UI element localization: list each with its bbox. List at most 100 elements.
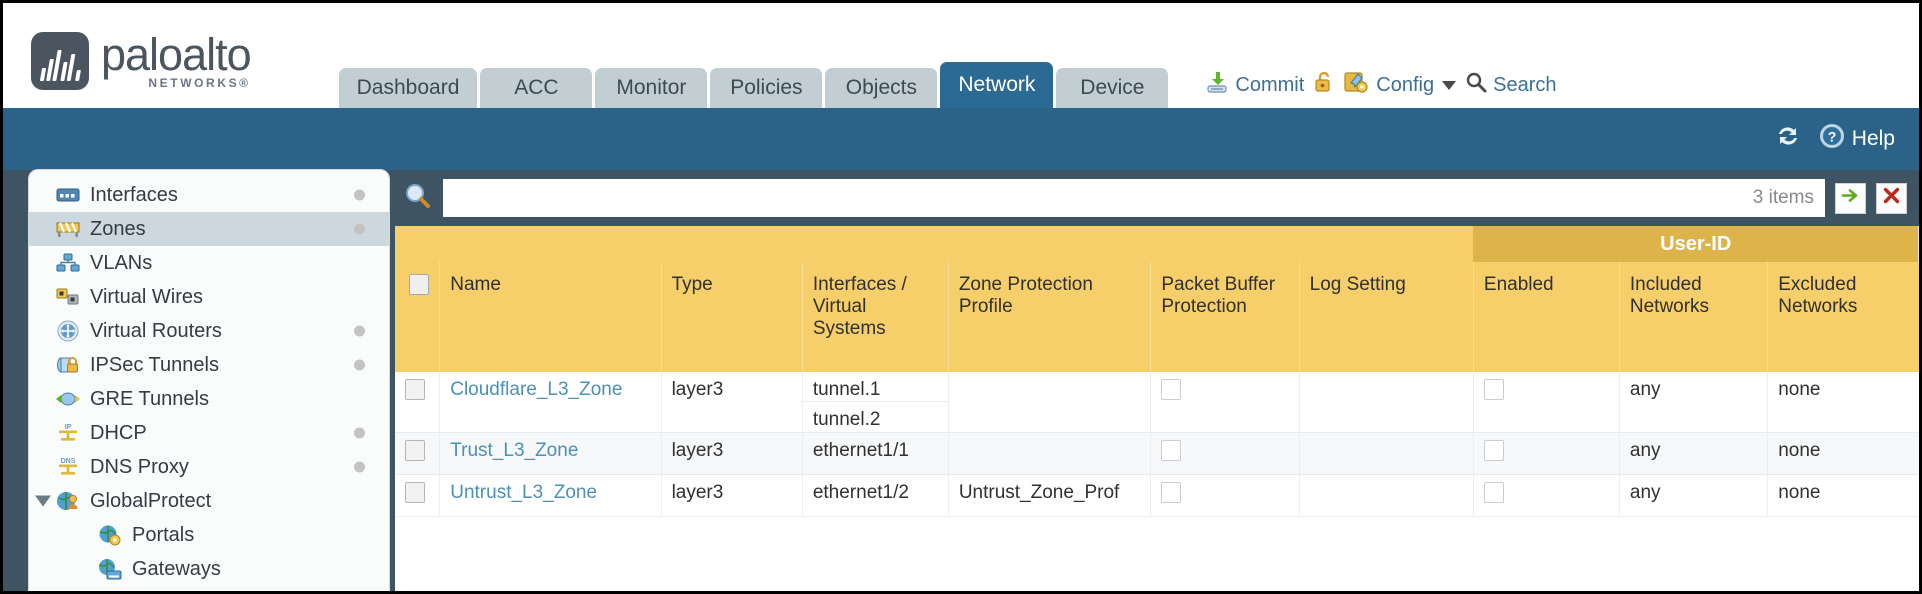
sidebar-item-zones[interactable]: Zones — [29, 212, 389, 246]
tab-device[interactable]: Device — [1056, 68, 1169, 108]
sidebar-item-gateways[interactable]: Gateways — [29, 552, 389, 586]
group-spacer — [802, 226, 949, 262]
cell-userid-enabled[interactable] — [1473, 432, 1620, 475]
cell-excluded-networks: none — [1767, 474, 1919, 517]
cell-name[interactable]: Trust_L3_Zone — [439, 432, 662, 475]
sidebar-item-ipsec-tunnels[interactable]: IPSec Tunnels — [29, 348, 389, 382]
tab-network[interactable]: Network — [940, 62, 1054, 108]
apply-filter-button[interactable] — [1835, 182, 1866, 214]
select-all-header[interactable] — [395, 262, 441, 372]
row-select-cell[interactable] — [395, 432, 441, 475]
sidebar-item-dhcp[interactable]: IP DHCP — [29, 416, 389, 450]
sidebar-item-interfaces[interactable]: Interfaces — [29, 178, 389, 212]
tab-policies[interactable]: Policies — [710, 68, 823, 108]
table-header-row: Name Type Interfaces / Virtual Systems Z… — [395, 262, 1919, 372]
arrow-right-icon — [1840, 185, 1861, 211]
table-row[interactable]: Untrust_L3_Zone layer3 ethernet1/2 Untru… — [395, 474, 1919, 517]
chevron-down-icon[interactable] — [35, 495, 51, 507]
help-button[interactable]: ? Help — [1818, 122, 1895, 156]
search-input[interactable]: 3 items — [443, 179, 1825, 217]
zone-link[interactable]: Trust_L3_Zone — [450, 440, 579, 461]
userid-enabled-checkbox[interactable] — [1483, 379, 1504, 400]
app-header: paloalto NETWORKS® Dashboard ACC Monitor… — [3, 3, 1919, 108]
app-body: Interfaces Zones VLANs Vir — [3, 170, 1919, 591]
packet-buffer-protection-checkbox[interactable] — [1161, 440, 1182, 461]
group-spacer — [439, 226, 662, 262]
commit-button[interactable]: Commit — [1205, 70, 1304, 100]
cell-name[interactable]: Cloudflare_L3_Zone — [439, 372, 662, 433]
cell-log-setting — [1299, 474, 1474, 517]
column-header-interfaces[interactable]: Interfaces / Virtual Systems — [802, 262, 949, 372]
search-button[interactable]: Search — [1465, 71, 1556, 99]
table-group-header-row: User-ID — [395, 226, 1919, 262]
packet-buffer-protection-checkbox[interactable] — [1161, 482, 1182, 503]
search-label: Search — [1493, 73, 1557, 96]
zone-link[interactable]: Untrust_L3_Zone — [450, 482, 598, 503]
group-spacer — [1299, 226, 1474, 262]
sidebar-item-label: IPSec Tunnels — [90, 353, 219, 376]
row-select-cell[interactable] — [395, 372, 441, 433]
sidebar-item-label: GRE Tunnels — [90, 387, 209, 410]
sidebar-item-vlans[interactable]: VLANs — [29, 246, 389, 280]
column-header-log-setting[interactable]: Log Setting — [1299, 262, 1474, 372]
row-checkbox[interactable] — [405, 482, 425, 503]
userid-enabled-checkbox[interactable] — [1483, 482, 1504, 503]
close-icon — [1881, 185, 1902, 211]
userid-enabled-checkbox[interactable] — [1483, 440, 1504, 461]
sidebar-item-label: Interfaces — [90, 183, 178, 206]
table-row[interactable]: Trust_L3_Zone layer3 ethernet1/1 any — [395, 432, 1919, 475]
tab-dashboard[interactable]: Dashboard — [338, 68, 478, 108]
column-header-name[interactable]: Name — [439, 262, 662, 372]
sidebar-item-virtual-wires[interactable]: Virtual Wires — [29, 280, 389, 314]
sidebar-item-label: Portals — [132, 523, 195, 546]
main-tabs: Dashboard ACC Monitor Policies Objects N… — [338, 62, 1172, 108]
item-count-label: 3 items — [1752, 187, 1814, 208]
gre-tunnels-icon — [55, 388, 81, 410]
select-all-checkbox[interactable] — [409, 274, 429, 295]
commit-label: Commit — [1235, 73, 1305, 96]
cell-included-networks: any — [1619, 474, 1769, 517]
cell-packet-buffer-protection[interactable] — [1150, 372, 1300, 433]
cell-packet-buffer-protection[interactable] — [1150, 474, 1300, 517]
zone-link[interactable]: Cloudflare_L3_Zone — [450, 379, 623, 400]
cell-userid-enabled[interactable] — [1473, 372, 1620, 433]
config-icon — [1344, 70, 1370, 100]
cell-included-networks: any — [1619, 432, 1769, 475]
column-header-enabled[interactable]: Enabled — [1473, 262, 1620, 372]
cell-name[interactable]: Untrust_L3_Zone — [439, 474, 662, 517]
status-dot — [354, 461, 365, 473]
refresh-button[interactable] — [1774, 122, 1802, 156]
row-checkbox[interactable] — [405, 379, 425, 400]
clear-filter-button[interactable] — [1876, 182, 1907, 214]
cell-userid-enabled[interactable] — [1473, 474, 1620, 517]
cell-interfaces: ethernet1/2 — [802, 474, 949, 517]
sidebar-item-label: GlobalProtect — [90, 489, 212, 512]
unlock-button[interactable] — [1313, 70, 1335, 100]
search-magnifier-icon[interactable] — [403, 181, 433, 216]
sidebar-item-virtual-routers[interactable]: Virtual Routers — [29, 314, 389, 348]
tab-acc[interactable]: ACC — [480, 68, 593, 108]
column-header-excluded-networks[interactable]: Excluded Networks — [1767, 262, 1919, 372]
tab-objects[interactable]: Objects — [825, 68, 938, 108]
cell-excluded-networks: none — [1767, 372, 1919, 433]
virtual-routers-icon — [55, 320, 81, 342]
row-checkbox[interactable] — [405, 440, 425, 461]
sidebar-item-portals[interactable]: Portals — [29, 518, 389, 552]
group-spacer — [948, 226, 1151, 262]
column-header-packet-buffer-protection[interactable]: Packet Buffer Protection — [1150, 262, 1300, 372]
row-select-cell[interactable] — [395, 474, 441, 517]
cell-interfaces: ethernet1/1 — [802, 432, 949, 475]
cell-zone-protection-profile — [948, 372, 1152, 433]
config-menu[interactable]: Config — [1344, 70, 1457, 100]
column-header-included-networks[interactable]: Included Networks — [1619, 262, 1769, 372]
sidebar-item-globalprotect[interactable]: GlobalProtect — [29, 484, 389, 518]
sidebar-item-dns-proxy[interactable]: DNS DNS Proxy — [29, 450, 389, 484]
tab-monitor[interactable]: Monitor — [595, 68, 708, 108]
column-header-zone-protection-profile[interactable]: Zone Protection Profile — [948, 262, 1152, 372]
group-spacer — [395, 226, 440, 262]
sidebar-item-gre-tunnels[interactable]: GRE Tunnels — [29, 382, 389, 416]
cell-packet-buffer-protection[interactable] — [1150, 432, 1300, 475]
packet-buffer-protection-checkbox[interactable] — [1161, 379, 1182, 400]
refresh-icon — [1774, 122, 1802, 156]
column-header-type[interactable]: Type — [661, 262, 803, 372]
